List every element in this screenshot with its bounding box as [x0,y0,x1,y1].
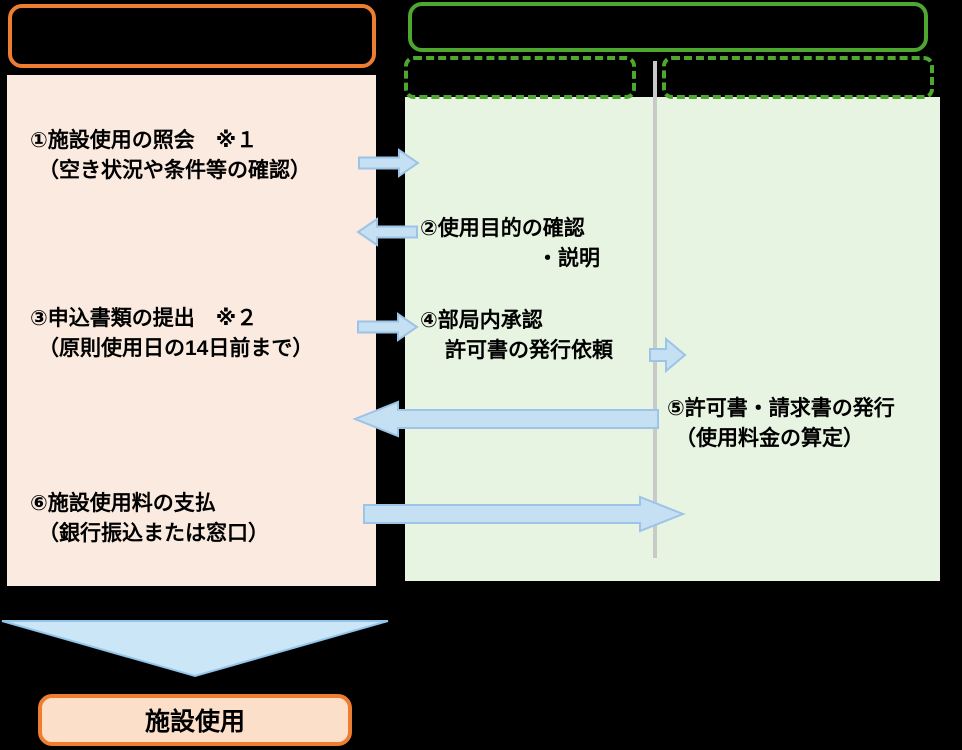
step-5-line-2: （使用料金の算定） [675,427,864,450]
facility-use-label: 施設使用 [144,708,245,736]
step-2-line-2: ・説明 [537,247,600,270]
right-lane-header-box [408,2,928,52]
step-6-line-2: （銀行振込または窓口） [38,522,269,545]
facility-use-result-box: 施設使用 [38,694,352,746]
step-3: ③申込書類の提出 ※２ （原則使用日の14日前まで） [30,304,313,364]
step-3-line-1: ③申込書類の提出 ※２ [30,307,258,330]
step-3-line-2: （原則使用日の14日前まで） [38,337,314,360]
arrow-step4-right-icon [649,337,687,373]
arrow-step2-left-icon [356,217,418,247]
step-4-line-1: ④部局内承認 [420,309,543,332]
step-5-line-1: ⑤許可書・請求書の発行 [667,397,895,420]
university-lane-background [405,97,940,581]
step-1-line-1: ①施設使用の照会 ※１ [30,129,258,152]
step-1-line-2: （空き状況や条件等の確認） [38,159,311,182]
step-4-line-2: 許可書の発行依頼 [445,339,613,362]
step-6-line-1: ⑥施設使用料の支払 [30,492,216,515]
step-2-line-1: ②使用目的の確認 [420,217,585,240]
step-1: ①施設使用の照会 ※１ （空き状況や条件等の確認） [30,126,311,186]
step-4: ④部局内承認 許可書の発行依頼 [420,306,613,366]
arrow-step5-left-long-icon [352,400,659,438]
step-2: ②使用目的の確認 ・説明 [420,214,600,274]
arrow-step6-right-long-icon [363,495,686,533]
right-lane-subheader-box-left [404,56,636,99]
applicant-lane-background [7,75,376,586]
lane-divider-line [653,61,657,558]
down-arrow-triangle-icon [1,620,389,678]
step-5: ⑤許可書・請求書の発行 （使用料金の算定） [667,394,895,454]
right-lane-subheader-box-right [662,56,934,99]
arrow-step1-right-icon [358,148,420,178]
step-6: ⑥施設使用料の支払 （銀行振込または窓口） [30,489,269,549]
left-lane-header-box [8,4,376,68]
arrow-step3-right-icon [357,312,419,342]
